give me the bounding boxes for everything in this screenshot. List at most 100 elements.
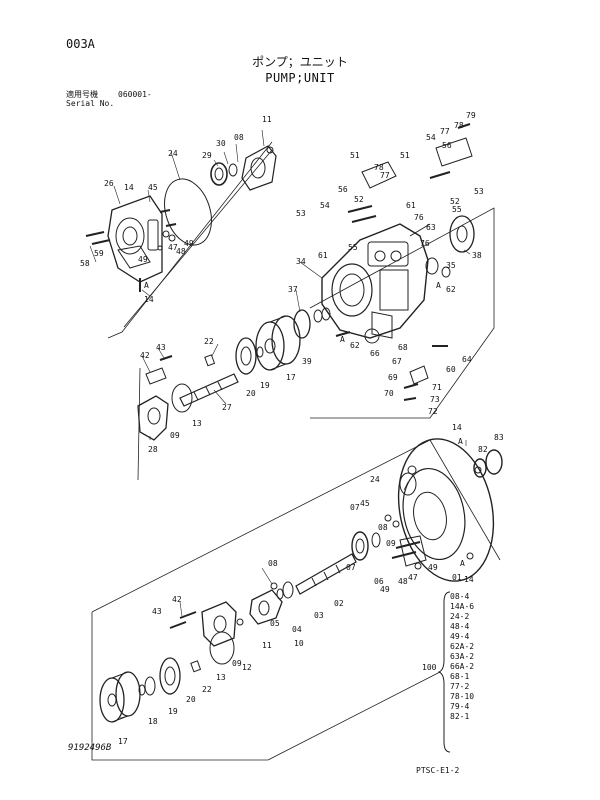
callout-35: 35 [446,261,456,270]
callout-22: 22 [204,337,214,346]
callout-17: 17 [286,373,296,382]
callout-07: 07 [346,563,356,572]
callout-14: 14 [144,295,154,304]
callout-43: 43 [156,343,166,352]
callout-06: 06 [374,577,384,586]
kit-item: 48-4 [450,622,470,631]
callout-08: 08 [268,559,278,568]
callout-a: A [458,437,463,446]
callout-68: 68 [398,343,408,352]
callout-08: 08 [234,133,244,142]
callout-30: 30 [216,139,226,148]
callout-56: 56 [442,141,452,150]
page-code: 003A [66,37,95,51]
callout-45: 45 [148,183,158,192]
callout-37: 37 [288,285,298,294]
kit-item: 24-2 [450,612,470,621]
callout-60: 60 [446,365,456,374]
callout-58: 58 [80,259,90,268]
callout-64: 64 [462,355,472,364]
callout-19: 19 [168,707,178,716]
callout-03: 03 [314,611,324,620]
serial-label: Serial No. [66,99,115,108]
callout-47: 47 [408,573,418,582]
callout-28: 28 [148,445,158,454]
callout-54: 54 [426,133,436,142]
kit-item: 78-10 [450,692,475,701]
callout-26: 26 [104,179,114,188]
callout-34: 34 [296,257,306,266]
callout-53: 53 [296,209,306,218]
callout-labels: 0102030405060707080808090909101111121313… [80,111,504,746]
callout-70: 70 [384,389,394,398]
callout-83: 83 [494,433,504,442]
kit-item: 62A-2 [450,642,475,651]
callout-67: 67 [392,357,402,366]
callout-20: 20 [186,695,196,704]
kit-item: 82-1 [450,712,470,721]
callout-24: 24 [370,475,380,484]
callout-52: 52 [354,195,364,204]
callout-69: 69 [388,373,398,382]
callout-72: 72 [428,407,438,416]
page-title: PUMP;UNIT [265,71,335,85]
callout-11: 11 [262,641,272,650]
callout-49: 49 [428,563,438,572]
callout-a: A [436,281,441,290]
kit-brace [438,591,451,753]
callout-49: 49 [184,239,194,248]
drawing-linework [85,123,503,761]
kit-item: 63A-2 [450,652,475,661]
callout-63: 63 [426,223,436,232]
callout-79: 79 [466,111,476,120]
callout-09: 09 [170,431,180,440]
callout-09: 09 [386,539,396,548]
callout-12: 12 [242,663,252,672]
callout-08: 08 [378,523,388,532]
kit-item: 77-2 [450,682,470,691]
callout-14: 14 [452,423,462,432]
callout-24: 24 [168,149,178,158]
callout-54: 54 [320,201,330,210]
kit-item: 49-4 [450,632,470,641]
callout-17: 17 [118,737,128,746]
callout-56: 56 [338,185,348,194]
kit-item: 14A-6 [450,602,475,611]
callout-52: 52 [450,197,460,206]
callout-55: 55 [348,243,358,252]
callout-39: 39 [302,357,312,366]
callout-71: 71 [432,383,442,392]
callout-07: 07 [350,503,360,512]
kit-item: 66A-2 [450,662,475,671]
callout-45: 45 [360,499,370,508]
callout-62: 62 [446,285,456,294]
page-title-japanese: ポンプ；ユニット [252,55,348,69]
callout-51: 51 [350,151,360,160]
callout-48: 48 [176,247,186,256]
callout-13: 13 [192,419,202,428]
callout-62: 62 [350,341,360,350]
callout-76: 76 [420,239,430,248]
callout-38: 38 [472,251,482,260]
callout-42: 42 [172,595,182,604]
serial-number-range: 060001- [118,90,152,99]
callout-59: 59 [94,249,104,258]
kit-item: 68-1 [450,672,470,681]
callout-14: 14 [124,183,134,192]
callout-a: A [460,559,465,568]
kit-total-label: 100 [422,663,437,672]
kit-item: 79-4 [450,702,470,711]
callout-02: 02 [334,599,344,608]
callout-47: 47 [168,243,178,252]
callout-82: 82 [478,445,488,454]
callout-78: 78 [374,163,384,172]
callout-04: 04 [292,625,302,634]
callout-49: 49 [138,255,148,264]
callout-43: 43 [152,607,162,616]
callout-10: 10 [294,639,304,648]
callout-42: 42 [140,351,150,360]
callout-11: 11 [262,115,272,124]
callout-78: 78 [454,121,464,130]
callout-22: 22 [202,685,212,694]
